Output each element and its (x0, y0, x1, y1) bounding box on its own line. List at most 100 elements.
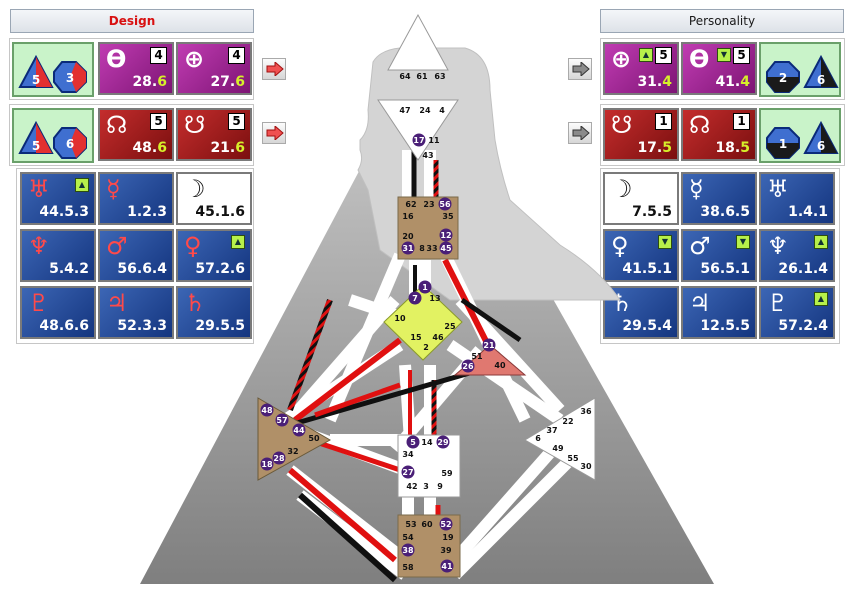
personality-south-node-tile[interactable]: ☋ 1 17.5 (603, 108, 679, 161)
design-planet-neptune[interactable]: ♆ 5.4.2 (20, 229, 96, 282)
design-planet-pluto[interactable]: ♇ 48.6.6 (20, 286, 96, 339)
design-node-dec-1: 6 (157, 74, 167, 90)
design-node-line-1: 4 (150, 47, 167, 64)
personality-planet-value: 38.6.5 (700, 204, 750, 220)
gate-label-62: 62 (405, 200, 416, 209)
personality-planet-jupiter[interactable]: ♃ 12.5.5 (681, 286, 757, 339)
gate-label-64: 64 (399, 72, 411, 81)
personality-planet-pluto[interactable]: ♇ ▲ 57.2.4 (759, 286, 835, 339)
design-profile-right-1: 3 (66, 71, 74, 85)
gate-label-58: 58 (402, 563, 414, 572)
design-planet-moon[interactable]: ☽ 45.1.6 (176, 172, 252, 225)
gate-label-12: 12 (440, 231, 451, 240)
gate-label-39: 39 (440, 546, 452, 555)
personality-earth-node-tile[interactable]: ϴ ▼ 5 41.4 (681, 42, 757, 95)
gate-label-6: 6 (535, 434, 541, 443)
personality-planet-value: 57.2.4 (778, 318, 828, 334)
design-sun-node-tile[interactable]: ⊕ 4 27.6 (176, 42, 252, 95)
personality-sun-node-tile[interactable]: ⊕ ▲ 5 31.4 (603, 42, 679, 95)
design-planet-jupiter[interactable]: ♃ 52.3.3 (98, 286, 174, 339)
design-planet-value: 48.6.6 (39, 318, 89, 334)
arrow-up-icon: ▲ (75, 178, 89, 192)
personality-planet-value: 7.5.5 (632, 204, 672, 220)
personality-planet-uranus[interactable]: ♅ 1.4.1 (759, 172, 835, 225)
personality-header: Personality (600, 9, 844, 33)
personality-planet-value: 29.5.4 (622, 318, 672, 334)
gate-badge-17 (412, 133, 426, 147)
design-profile-tile-2: 5 6 (12, 108, 94, 163)
design-planet-saturn[interactable]: ♄ 29.5.5 (176, 286, 252, 339)
personality-node-arrow-button-1[interactable] (568, 58, 592, 80)
gate-label-50: 50 (308, 434, 320, 443)
arrow-up-icon: ▲ (814, 292, 828, 306)
gate-label-30: 30 (580, 462, 592, 471)
design-profile-right-2: 6 (66, 137, 74, 151)
personality-planet-mercury[interactable]: ☿ 38.6.5 (681, 172, 757, 225)
gate-label-26: 26 (462, 362, 474, 371)
gate-label-29: 29 (437, 438, 449, 447)
personality-node-gate: 17. (637, 140, 663, 156)
design-planet-mars[interactable]: ♂ 56.6.4 (98, 229, 174, 282)
gate-label-33: 33 (426, 244, 437, 253)
personality-planet-venus[interactable]: ♀ ▼ 41.5.1 (603, 229, 679, 282)
gate-label-38: 38 (402, 546, 414, 555)
design-node-glyph-2: ⊕ (184, 45, 205, 73)
uranus-icon: ♅ (767, 175, 789, 203)
arrow-down-icon: ▼ (658, 235, 672, 249)
ajna-center (377, 99, 459, 161)
gate-label-8: 8 (419, 244, 425, 253)
gate-label-34: 34 (402, 450, 414, 459)
gate-badge-31 (401, 241, 415, 255)
gate-label-44: 44 (293, 426, 305, 435)
personality-north-node-tile[interactable]: ☊ 1 18.5 (681, 108, 757, 161)
arrow-right-icon (572, 62, 590, 76)
north-node-icon: ☊ (689, 111, 711, 139)
personality-planet-neptune[interactable]: ♆ ▲ 26.1.4 (759, 229, 835, 282)
mars-icon: ♂ (689, 232, 711, 260)
design-earth-node-tile[interactable]: ϴ 4 28.6 (98, 42, 174, 95)
gate-label-52: 52 (440, 520, 451, 529)
personality-planet-value: 56.5.1 (700, 261, 750, 277)
mercury-icon: ☿ (106, 175, 121, 203)
gate-label-61: 61 (416, 72, 428, 81)
design-north-node-tile[interactable]: ☊ 5 48.6 (98, 108, 174, 161)
gate-badge-1 (418, 280, 432, 294)
design-planet-mercury[interactable]: ☿ 1.2.3 (98, 172, 174, 225)
channel-activation (314, 382, 401, 418)
arrow-right-icon (266, 62, 284, 76)
gate-badge-21 (482, 338, 496, 352)
design-planet-value: 1.2.3 (127, 204, 167, 220)
gate-label-11: 11 (428, 136, 440, 145)
design-south-node-tile[interactable]: ☋ 5 21.6 (176, 108, 252, 161)
design-node-line-2: 4 (228, 47, 245, 64)
design-planet-venus[interactable]: ♀ ▲ 57.2.6 (176, 229, 252, 282)
design-planet-uranus[interactable]: ♅ ▲ 44.5.3 (20, 172, 96, 225)
head-center (387, 13, 449, 71)
gate-label-25: 25 (444, 322, 456, 331)
arrow-down-icon: ▼ (736, 235, 750, 249)
gate-label-59: 59 (441, 469, 453, 478)
design-planet-value: 56.6.4 (117, 261, 167, 277)
gate-label-35: 35 (442, 212, 454, 221)
channel-activation (293, 337, 402, 423)
personality-planet-moon[interactable]: ☽ 7.5.5 (603, 172, 679, 225)
personality-node-dec: 5 (662, 140, 672, 156)
personality-planet-mars[interactable]: ♂ ▼ 56.5.1 (681, 229, 757, 282)
design-node-arrow-button-2[interactable] (262, 122, 286, 144)
channel-activation (309, 437, 401, 473)
gate-badge-7 (408, 291, 422, 305)
personality-profile-right-2: 6 (817, 139, 825, 153)
gate-label-7: 7 (412, 294, 418, 303)
channels (281, 150, 585, 583)
pluto-icon: ♇ (28, 289, 50, 317)
pluto-icon: ♇ (767, 289, 789, 317)
earth-icon: ⊕ (611, 45, 632, 73)
arrow-right-icon (266, 126, 284, 140)
design-header: Design (10, 9, 254, 33)
gate-badge-45 (439, 241, 453, 255)
design-node-arrow-button-1[interactable] (262, 58, 286, 80)
gate-label-51: 51 (471, 352, 483, 361)
design-node-dec-3: 6 (157, 140, 167, 156)
personality-node-arrow-button-2[interactable] (568, 122, 592, 144)
